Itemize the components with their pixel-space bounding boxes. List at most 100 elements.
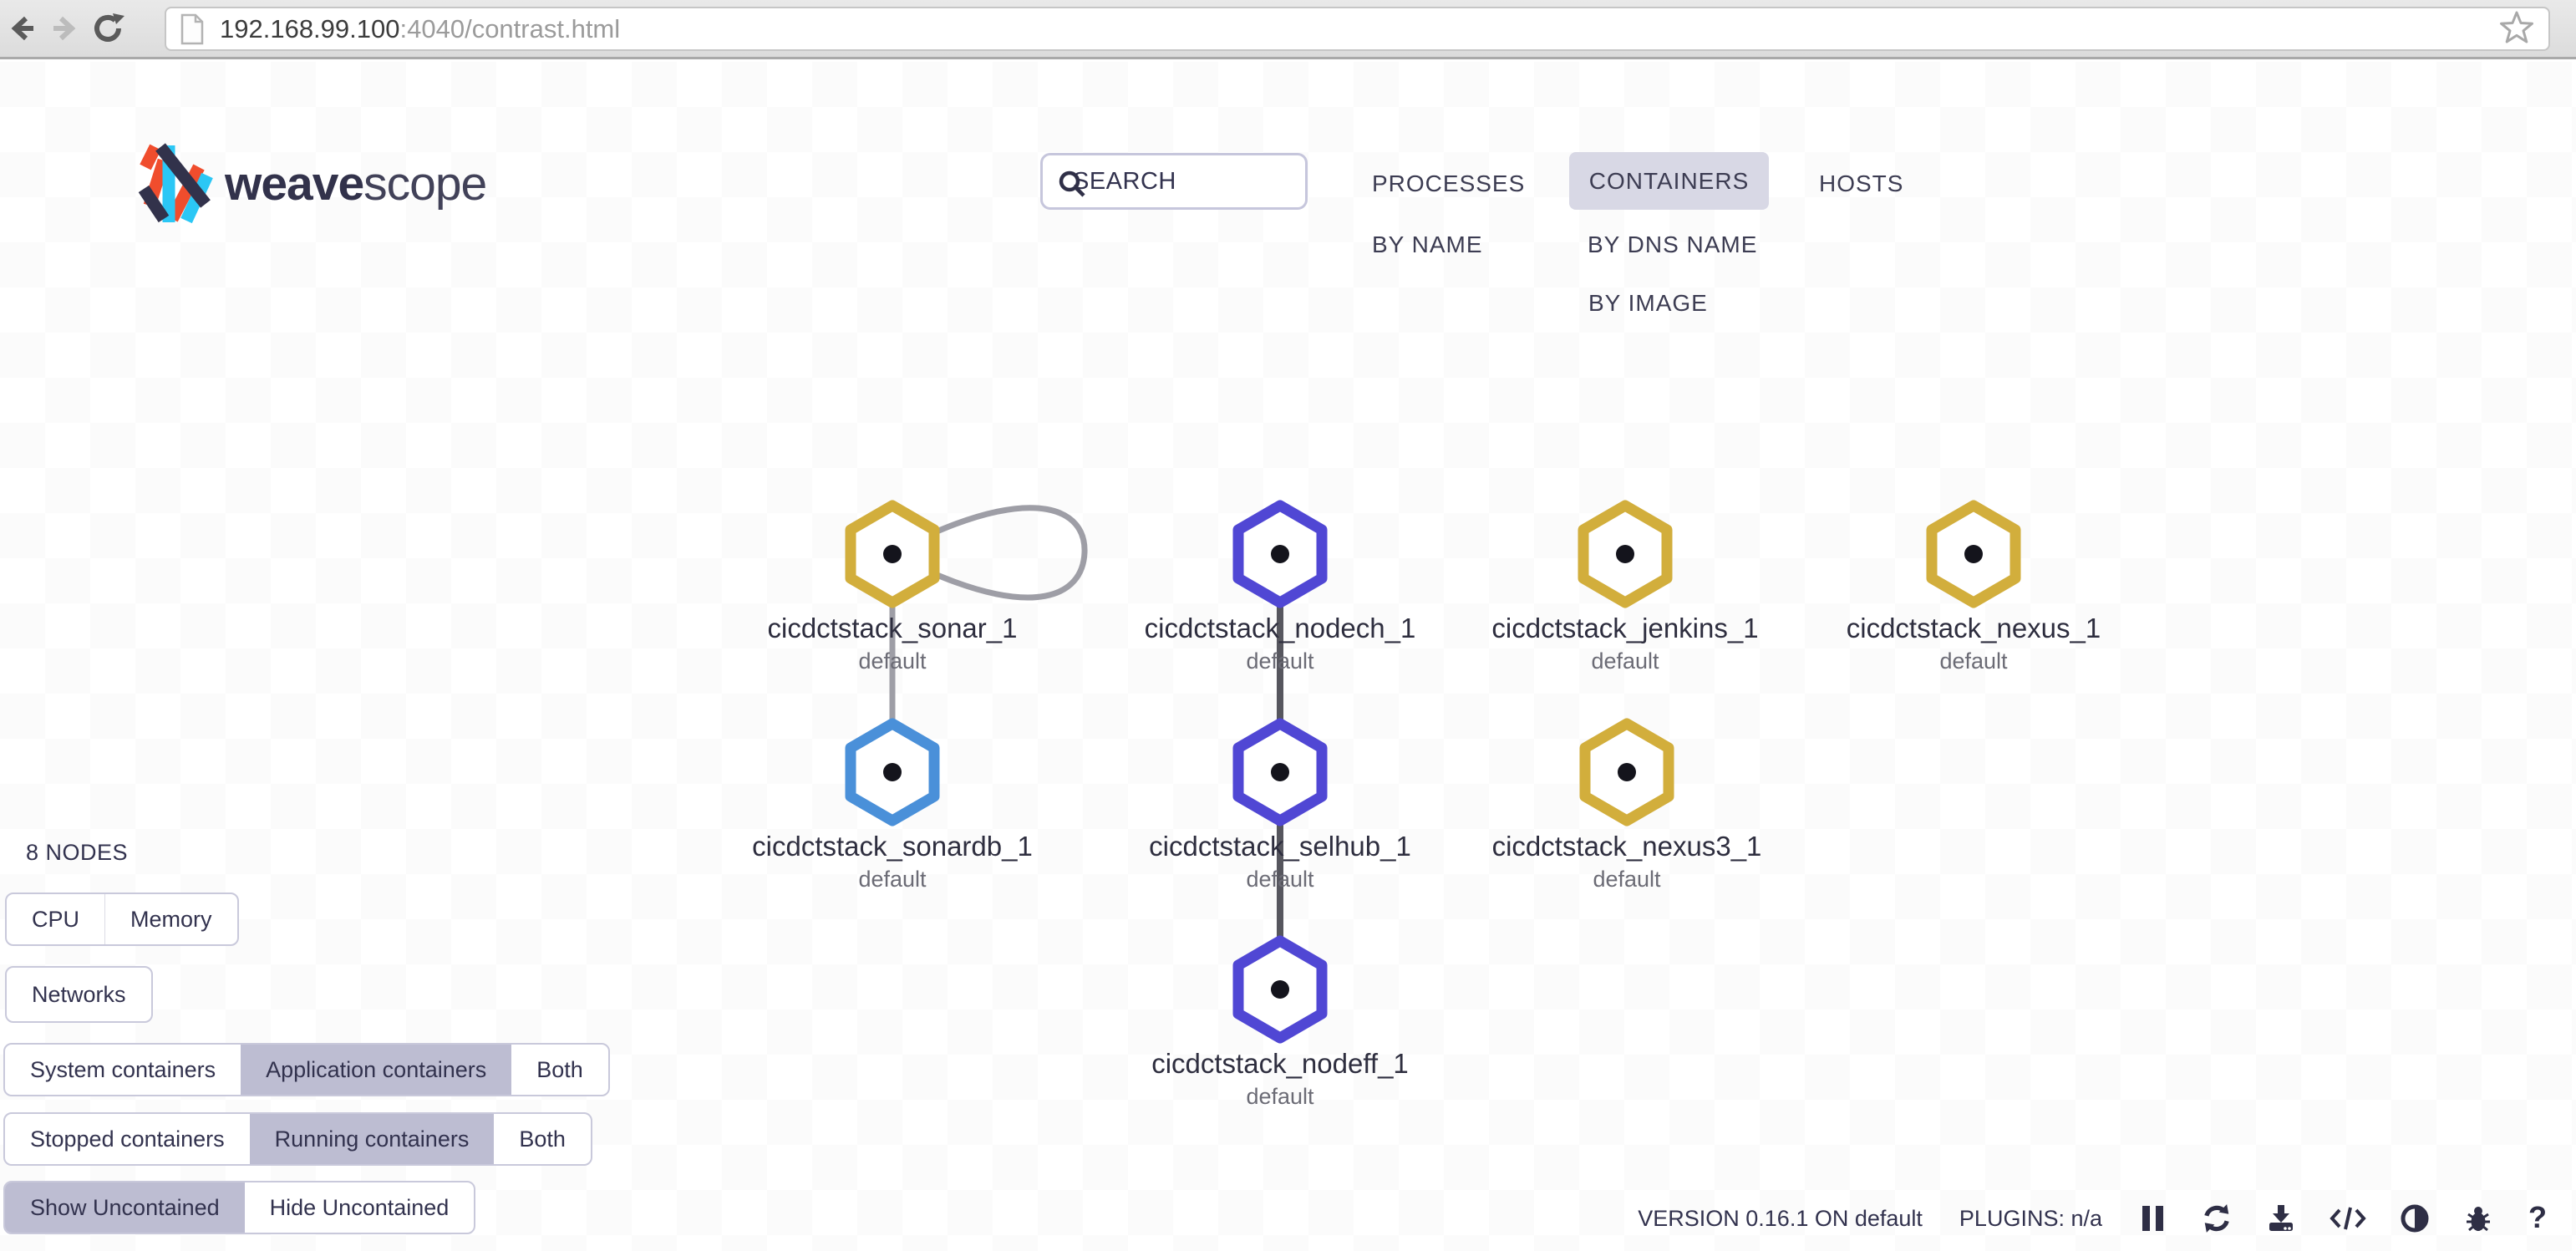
- networks-button[interactable]: Networks: [7, 968, 151, 1021]
- weave-logo-mark: [138, 143, 213, 224]
- node-dot-icon: [883, 545, 902, 563]
- url-text: 192.168.99.100:4040/contrast.html: [220, 13, 621, 43]
- node-dot-icon: [1618, 763, 1636, 781]
- bookmark-star-icon[interactable]: [2498, 8, 2535, 49]
- subtab-by-dns-name[interactable]: BY DNS NAME: [1588, 231, 1758, 257]
- node-dot-icon: [1271, 980, 1289, 999]
- search-box: [1040, 153, 1308, 210]
- forward-button[interactable]: [43, 12, 87, 45]
- forward-arrow-icon: [53, 16, 76, 41]
- node-name: cicdctstack_nexus3_1: [1491, 831, 1762, 862]
- hexagon-icon: [845, 718, 940, 826]
- node-name: cicdctstack_nodech_1: [1144, 613, 1416, 643]
- refresh-icon[interactable]: [2201, 1203, 2233, 1234]
- version-label: VERSION 0.16.1 ON default: [1638, 1205, 1923, 1231]
- subtab-by-image[interactable]: BY IMAGE: [1588, 290, 1708, 316]
- status-bar: VERSION 0.16.1 ON default PLUGINS: n/a ?: [0, 1195, 2548, 1242]
- hexagon-icon: [1579, 718, 1674, 826]
- container-node-sonar[interactable]: [838, 495, 947, 618]
- pause-icon[interactable]: [2139, 1203, 2167, 1233]
- node-name: cicdctstack_nexus_1: [1846, 613, 2101, 643]
- filter-stopped-containers[interactable]: Stopped containers: [5, 1114, 250, 1164]
- code-icon[interactable]: [2330, 1203, 2366, 1233]
- node-sublabel: default: [1246, 867, 1314, 892]
- bug-icon[interactable]: [2463, 1203, 2493, 1233]
- filter-application-containers[interactable]: Application containers: [241, 1045, 512, 1095]
- node-sublabel: default: [1246, 1084, 1314, 1109]
- node-dot-icon: [1964, 545, 1983, 563]
- node-sublabel: default: [1939, 648, 2008, 674]
- node-name: cicdctstack_jenkins_1: [1491, 613, 1759, 643]
- container-node-jenkins[interactable]: [1571, 495, 1679, 618]
- hexagon-icon: [1232, 935, 1328, 1044]
- filter-hide-uncontained[interactable]: Hide Uncontained: [245, 1182, 475, 1233]
- container-node-nodeff[interactable]: [1226, 930, 1334, 1053]
- node-name: cicdctstack_nodeff_1: [1151, 1048, 1409, 1079]
- hexagon-icon: [845, 500, 940, 608]
- search-icon: [1059, 170, 1085, 197]
- container-node-sonardb[interactable]: [838, 713, 947, 836]
- tab-containers[interactable]: CONTAINERS: [1569, 152, 1769, 210]
- node-sublabel: default: [1246, 648, 1314, 674]
- node-sublabel: default: [1591, 648, 1659, 674]
- weavescope-logo: weavescope: [138, 142, 487, 226]
- filter-show-uncontained[interactable]: Show Uncontained: [5, 1182, 245, 1233]
- container-node-nexus3[interactable]: [1573, 713, 1681, 836]
- refresh-icon: [94, 13, 124, 42]
- subtab-by-name[interactable]: BY NAME: [1372, 231, 1483, 257]
- browser-chrome: 192.168.99.100:4040/contrast.html: [0, 0, 2576, 59]
- url-bar[interactable]: 192.168.99.100:4040/contrast.html: [165, 7, 2550, 51]
- hexagon-icon: [1926, 500, 2021, 608]
- back-arrow-icon: [11, 16, 33, 41]
- node-dot-icon: [1271, 763, 1289, 781]
- metric-memory[interactable]: Memory: [104, 894, 237, 944]
- weave-scope-app: weavescope PROCESSES CONTAINERS HOSTS BY…: [0, 62, 2576, 1251]
- filter-both[interactable]: Both: [511, 1045, 608, 1095]
- tab-hosts[interactable]: HOSTS: [1819, 170, 1904, 196]
- plugins-label: PLUGINS: n/a: [1959, 1205, 2102, 1231]
- back-button[interactable]: [0, 12, 43, 45]
- filter-running-containers[interactable]: Running containers: [249, 1114, 495, 1164]
- refresh-button[interactable]: [87, 11, 130, 46]
- hexagon-icon: [1232, 718, 1328, 826]
- toolbar-icons: ?: [2139, 1203, 2548, 1234]
- node-sublabel: default: [858, 648, 927, 674]
- page-icon: [180, 13, 204, 44]
- contrast-icon[interactable]: [2400, 1203, 2430, 1233]
- node-name: cicdctstack_sonardb_1: [752, 831, 1033, 862]
- hexagon-icon: [1578, 500, 1673, 608]
- filter-system-containers[interactable]: System containers: [5, 1045, 241, 1095]
- node-count-label: 8 NODES: [26, 840, 129, 865]
- container-node-selhub[interactable]: [1226, 713, 1334, 836]
- container-node-nodech[interactable]: [1226, 495, 1334, 618]
- node-name: cicdctstack_sonar_1: [767, 613, 1018, 643]
- hexagon-icon: [1232, 500, 1328, 608]
- search-input[interactable]: [1073, 155, 1298, 207]
- self-loop-edge-sonar: [926, 505, 1088, 601]
- node-dot-icon: [883, 763, 902, 781]
- networks-toggle: Networks: [5, 966, 153, 1023]
- filter-both[interactable]: Both: [494, 1114, 591, 1164]
- node-dot-icon: [1616, 545, 1634, 563]
- download-icon[interactable]: [2266, 1203, 2296, 1233]
- container-node-nexus[interactable]: [1919, 495, 2028, 618]
- node-dot-icon: [1271, 545, 1289, 563]
- tab-processes[interactable]: PROCESSES: [1372, 170, 1526, 196]
- help-icon[interactable]: ?: [2527, 1203, 2548, 1234]
- node-sublabel: default: [1593, 867, 1661, 892]
- node-name: cicdctstack_selhub_1: [1149, 831, 1411, 862]
- node-sublabel: default: [858, 867, 927, 892]
- svg-text:?: ?: [2528, 1203, 2547, 1234]
- metric-cpu[interactable]: CPU: [7, 894, 104, 944]
